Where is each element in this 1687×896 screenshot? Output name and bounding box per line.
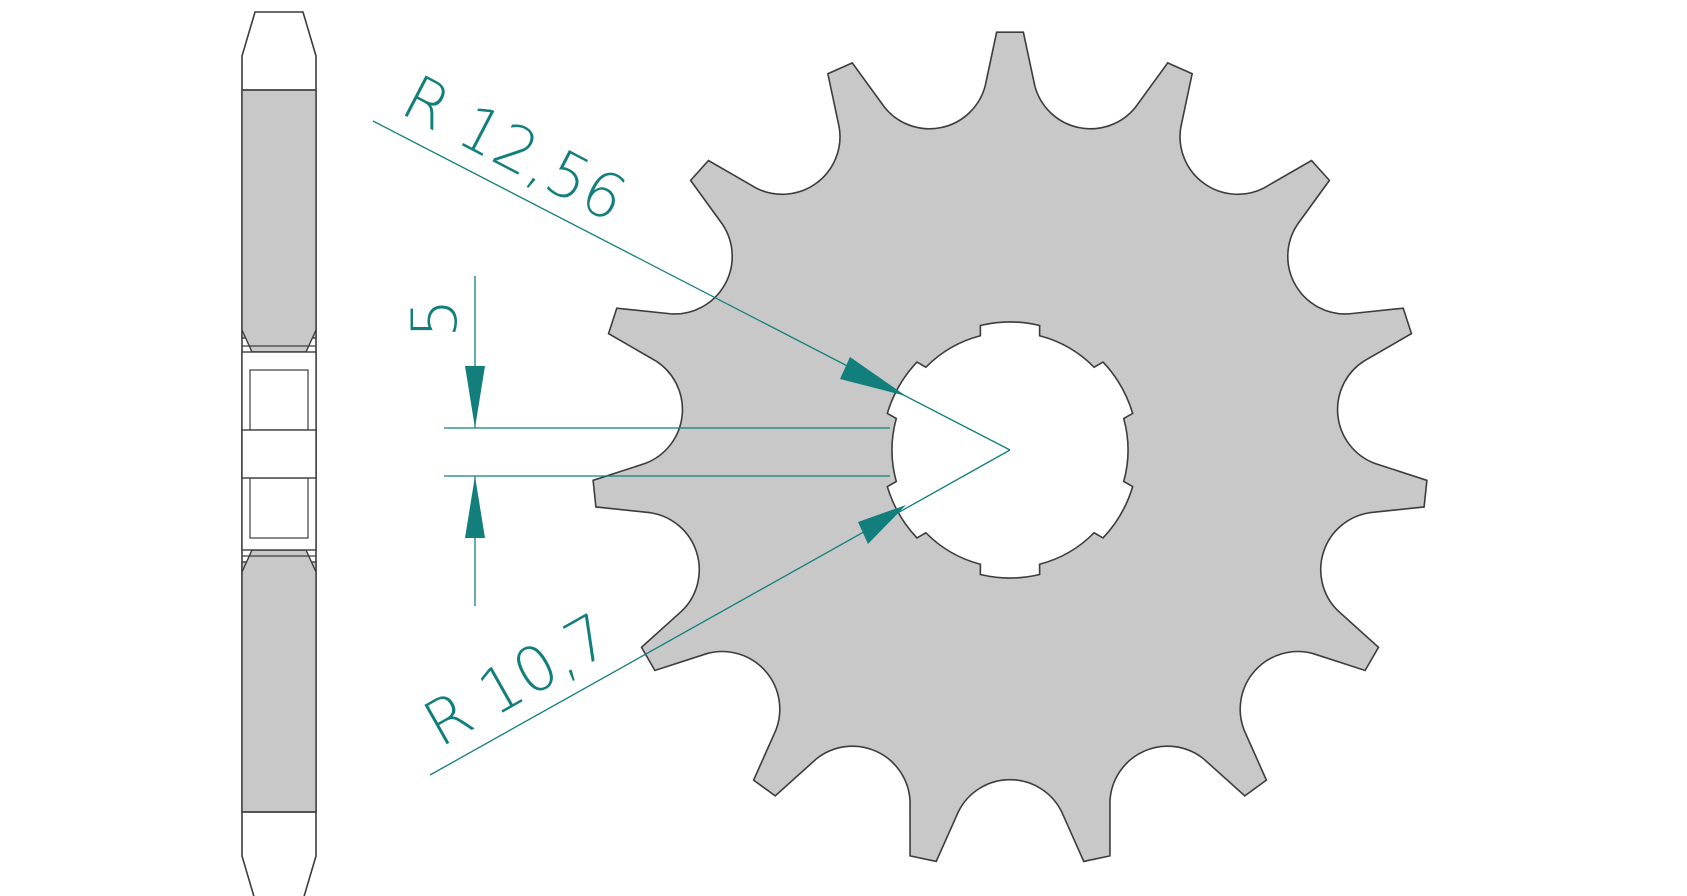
side-view-lower-web	[241, 561, 317, 813]
side-view-hub-lower-chamfer	[241, 549, 317, 573]
inner-radius-leader	[429, 449, 1011, 776]
side-view-bore-upper	[249, 369, 309, 431]
outer-radius-arrow	[840, 357, 906, 396]
spline-width-arrow-top	[465, 366, 485, 428]
spline-width-label: 5	[398, 299, 471, 338]
spline-width-arrow-bottom	[465, 476, 485, 538]
outer-radius-label: R 12,56	[391, 61, 638, 237]
side-view-hub-upper-chamfer	[241, 329, 317, 353]
sprocket-side-view	[241, 11, 317, 896]
dimension-annotations	[372, 120, 1011, 776]
side-view-upper-web	[241, 89, 317, 339]
side-view-keyway	[241, 429, 317, 479]
side-view-bore-lower	[249, 477, 309, 539]
sprocket-front-view	[592, 31, 1428, 863]
inner-radius-arrow	[858, 505, 906, 544]
inner-radius-label: R 10,7	[411, 599, 622, 761]
